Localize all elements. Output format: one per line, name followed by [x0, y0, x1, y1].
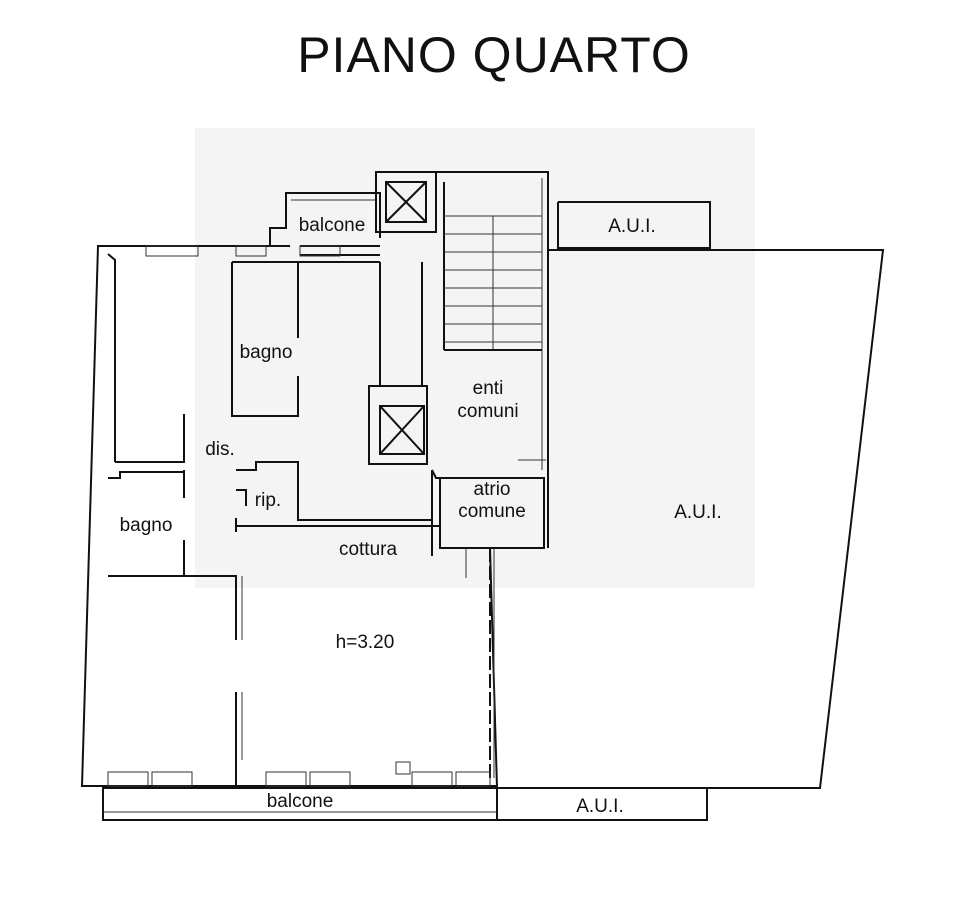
label-atrio: atrio	[474, 479, 511, 500]
aui-top-box	[557, 201, 711, 249]
label-height: h=3.20	[336, 632, 395, 653]
balcony-top	[269, 192, 381, 246]
label-cottura: cottura	[339, 539, 398, 560]
common-atrium	[431, 459, 546, 578]
balcony-bottom	[102, 787, 498, 821]
label-bagno-upper: bagno	[240, 342, 293, 363]
windows-top	[145, 245, 341, 257]
plan-title: PIANO QUARTO	[297, 27, 691, 83]
label-aui-bottom: A.U.I.	[576, 796, 624, 817]
windows-bottom	[107, 761, 491, 787]
label-aui-right: A.U.I.	[674, 502, 722, 523]
label-balcone-bottom: balcone	[267, 791, 334, 812]
aui-right-area	[489, 249, 885, 789]
label-comune: comune	[458, 501, 526, 522]
label-enti: enti	[473, 378, 504, 399]
label-rip: rip.	[255, 490, 281, 511]
interior-walls	[108, 261, 440, 786]
scan-background	[195, 128, 755, 588]
label-dis: dis.	[205, 439, 235, 460]
label-balcone-top: balcone	[299, 215, 366, 236]
lift-shaft-middle	[368, 385, 428, 465]
label-comuni: comuni	[457, 401, 518, 422]
label-aui-top: A.U.I.	[608, 216, 656, 237]
lift-shaft-top	[375, 171, 437, 233]
label-bagno-lower: bagno	[120, 515, 173, 536]
stairwell	[436, 171, 549, 548]
